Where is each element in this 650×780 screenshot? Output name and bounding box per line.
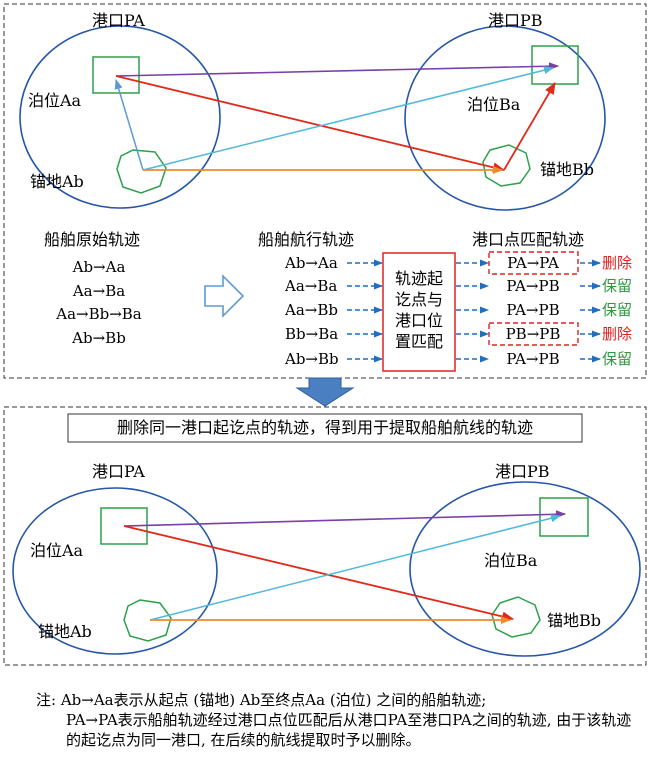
berth-b-label: 泊位Ba — [467, 95, 521, 114]
footnote-line-1: 注: Ab→Aa表示从起点 (锚地) Ab至终点Aa (泊位) 之间的船舶轨迹; — [36, 691, 487, 709]
port-a-label-bottom: 港口PA — [92, 462, 145, 481]
anchor-b-label: 锚地Bb — [540, 160, 594, 179]
footnote-line-2: PA→PA表示船舶轨迹经过港口点位匹配后从港口PA至港口PA之间的轨迹, 由于该… — [66, 711, 632, 749]
berth-b-square — [531, 45, 579, 85]
anchor-a-octagon — [116, 149, 167, 194]
anchor-a-octagon-bottom — [123, 599, 172, 642]
route-berth-a-to-anchor-b — [115, 75, 505, 173]
berth-a-label: 泊位Aa — [28, 91, 82, 110]
matched-track-5: PA→PB — [506, 350, 559, 368]
action-delete-2: 删除 — [602, 325, 632, 343]
result-banner-box — [67, 413, 583, 443]
port-b-label-bottom: 港口PB — [495, 462, 550, 481]
down-arrow-icon — [295, 377, 355, 407]
anchor-b-octagon-bottom — [491, 596, 541, 638]
anchor-b-label-bottom: 锚地Bb — [547, 611, 601, 630]
process-to-match-arrows — [456, 259, 489, 363]
voyage-track-1: Ab→Aa — [284, 254, 338, 272]
route-anchor-b-to-berth-b — [503, 82, 556, 171]
matched-track-2: PA→PB — [506, 277, 559, 295]
match-to-action-arrows — [580, 259, 601, 363]
port-a-ellipse — [19, 25, 221, 209]
matched-tracks-title: 港口点匹配轨迹 — [472, 230, 584, 249]
port-a-label: 港口PA — [92, 11, 145, 30]
original-track-2: Aa→Ba — [72, 282, 125, 300]
final-route-anchor-a-to-berth-b — [149, 514, 561, 621]
berth-b-label-bottom: 泊位Ba — [484, 551, 538, 570]
final-route-berth-a-to-anchor-b — [123, 525, 514, 622]
port-b-label: 港口PB — [488, 11, 543, 30]
route-anchor-a-to-berth-b — [142, 66, 554, 171]
voyage-track-2: Aa→Ba — [284, 277, 337, 295]
matching-process-box — [382, 252, 456, 372]
anchor-b-octagon — [482, 144, 531, 187]
process-line-1: 轨迹起 — [395, 269, 443, 288]
voyage-track-5: Ab→Bb — [284, 350, 339, 368]
voyage-track-4: Bb→Ba — [285, 325, 338, 343]
route-berth-a-to-berth-b — [115, 62, 559, 77]
anchor-a-label: 锚地Ab — [30, 172, 84, 191]
transform-arrow-icon — [204, 274, 245, 318]
voyage-tracks-title: 船舶航行轨迹 — [258, 230, 354, 249]
original-track-1: Ab→Aa — [72, 258, 126, 276]
port-b-ellipse — [404, 25, 606, 211]
action-keep-3: 保留 — [602, 350, 632, 368]
bottom-panel-frame — [3, 406, 647, 666]
action-keep-1: 保留 — [602, 277, 632, 295]
process-line-2: 讫点与 — [395, 290, 443, 309]
action-delete-1: 删除 — [602, 254, 632, 272]
deleted-track-box-1 — [488, 251, 579, 275]
matched-track-3: PA→PB — [506, 301, 559, 319]
port-b-ellipse-bottom — [409, 481, 641, 657]
anchor-a-label-bottom: 锚地Ab — [38, 622, 92, 641]
original-tracks-title: 船舶原始轨迹 — [44, 230, 140, 249]
original-track-4: Ab→Bb — [71, 329, 126, 347]
voyage-to-process-arrows — [347, 259, 383, 363]
footnote: 注: Ab→Aa表示从起点 (锚地) Ab至终点Aa (泊位) 之间的船舶轨迹;… — [36, 690, 642, 750]
berth-a-label-bottom: 泊位Aa — [30, 541, 84, 560]
matched-track-1: PA→PA — [507, 254, 559, 272]
voyage-track-3: Aa→Bb — [284, 301, 338, 319]
original-track-3: Aa→Bb→Ba — [55, 305, 142, 323]
route-anchor-a-to-berth-a — [114, 79, 144, 171]
deleted-track-box-2 — [488, 322, 579, 346]
result-banner-text: 删除同一港口起讫点的轨迹，得到用于提取船舶航线的轨迹 — [117, 418, 533, 437]
process-line-3: 港口位 — [395, 311, 443, 330]
berth-b-square-bottom — [539, 497, 589, 537]
port-a-ellipse-bottom — [12, 487, 218, 655]
final-route-berth-a-to-berth-b — [123, 510, 566, 527]
matched-track-4: PB→PB — [506, 325, 561, 343]
action-keep-2: 保留 — [602, 301, 632, 319]
process-line-4: 置匹配 — [395, 332, 443, 351]
